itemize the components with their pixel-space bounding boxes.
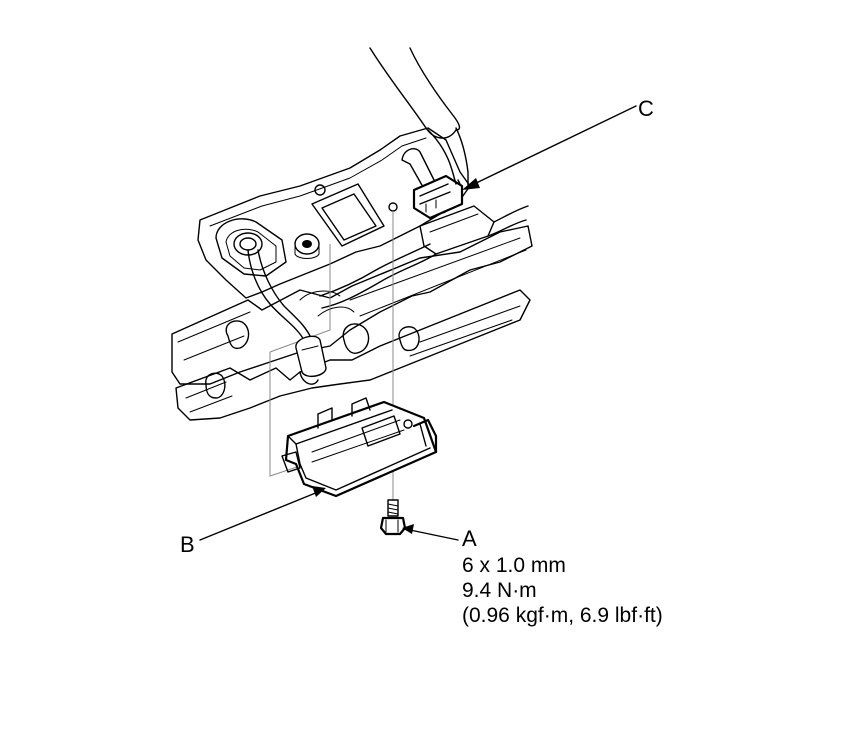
spec-size: 6 x 1.0 mm [462,554,566,577]
leader-a [402,524,459,541]
spec-torque-nm: 9.4 N·m [462,579,537,602]
tool-hand [369,47,469,189]
bolt-a [379,499,407,536]
connector-c [412,174,464,220]
control-unit-b [281,397,438,498]
spec-torque-alt: (0.96 kgf·m, 6.9 lbf·ft) [462,604,663,627]
nut [294,233,320,259]
callout-a: A [462,526,477,551]
steering-column [171,225,533,421]
plug [295,335,327,385]
callout-c: C [638,96,654,121]
leader-c [462,105,637,190]
grommet [233,232,313,341]
leader-b [199,486,326,541]
callout-b: B [180,532,195,557]
